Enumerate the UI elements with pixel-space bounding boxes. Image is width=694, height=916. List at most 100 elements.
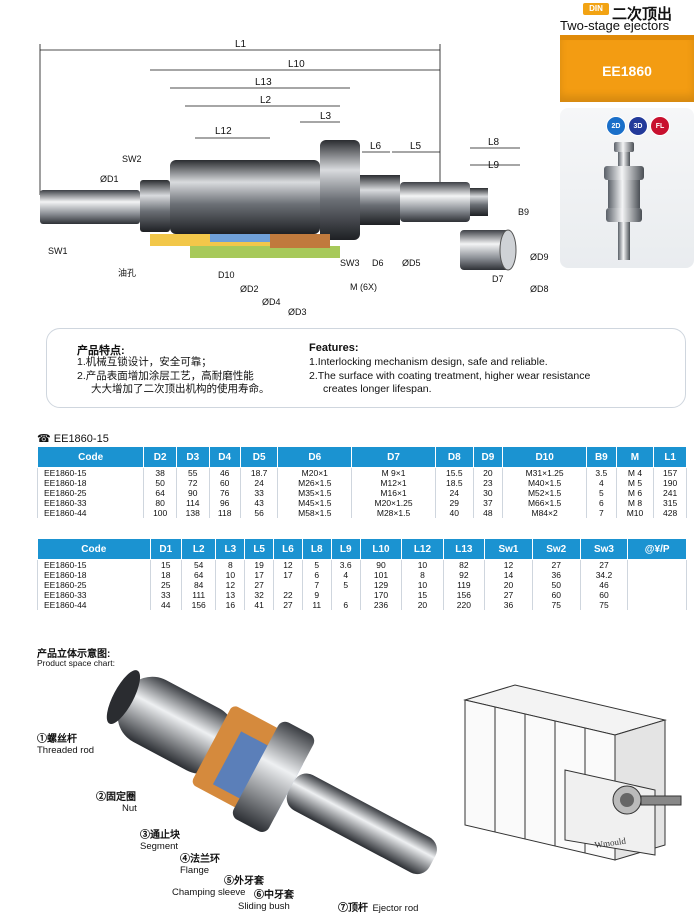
- table-cell: 84: [180, 580, 217, 590]
- table-cell: 7: [301, 580, 332, 590]
- table-cell: [627, 600, 687, 610]
- table-header-cell: L1: [653, 446, 687, 468]
- table-cell: 4: [586, 478, 617, 488]
- table-cell: 50: [531, 580, 581, 590]
- features-cn-line-2: 2.产品表面增加涂层工艺，高耐磨性能: [77, 370, 254, 382]
- table-cell: 10: [401, 580, 444, 590]
- table-cell: 27: [273, 600, 303, 610]
- table-header-cell: D7: [351, 446, 436, 468]
- table-cell: EE1860-33: [37, 590, 151, 600]
- label-d9: ØD9: [530, 252, 549, 262]
- table-cell: 10: [215, 570, 246, 580]
- table-cell: M40×1.5: [502, 478, 588, 488]
- brand-watermark: Wmould: [594, 836, 627, 850]
- table-cell: M45×1.5: [277, 498, 353, 508]
- table-cell: 6: [330, 600, 361, 610]
- table-cell: 90: [175, 488, 210, 498]
- table-cell: M66×1.5: [502, 498, 588, 508]
- table-cell: 80: [143, 498, 177, 508]
- label-m6x: M (6X): [350, 282, 377, 292]
- din-badge: DIN: [583, 3, 609, 15]
- table-cell: 75: [579, 600, 629, 610]
- table-cell: 156: [442, 590, 486, 600]
- table-cell: 24: [434, 488, 474, 498]
- cad-2d-icon[interactable]: 2D: [606, 116, 626, 136]
- table-cell: 12: [215, 580, 246, 590]
- table-cell: 90: [359, 559, 403, 570]
- table-cell: 5: [330, 580, 361, 590]
- table-header-cell: L3: [215, 538, 246, 560]
- table-cell: 236: [359, 600, 403, 610]
- table-cell: 64: [180, 570, 217, 580]
- label-d6: D6: [372, 258, 384, 268]
- table-header-cell: D2: [143, 446, 177, 468]
- table-header-cell: D10: [502, 446, 588, 468]
- fl-icon[interactable]: FL: [650, 116, 670, 136]
- table-cell: 25: [149, 580, 182, 590]
- dim-l3: L3: [320, 111, 332, 122]
- table-cell: 27: [531, 559, 581, 570]
- table-cell: M58×1.5: [277, 508, 353, 518]
- table-cell: 33: [149, 590, 182, 600]
- part-label-2: ②固定圈 Nut: [96, 792, 137, 814]
- table-cell: 8: [401, 570, 444, 580]
- table-cell: EE1860-15: [37, 559, 151, 570]
- part-label-1: ①螺丝杆 Threaded rod: [37, 734, 95, 756]
- table-cell: 37: [472, 498, 504, 508]
- table-cell: M20×1.25: [351, 498, 436, 508]
- table-cell: 157: [653, 467, 687, 478]
- table-cell: M10: [615, 508, 655, 518]
- table-cell: M84×2: [502, 508, 588, 518]
- table-cell: 75: [531, 600, 581, 610]
- table-cell: 10: [401, 559, 444, 570]
- table-cell: 6: [586, 498, 617, 508]
- label-d4: ØD4: [262, 297, 281, 307]
- table-cell: 72: [175, 478, 210, 488]
- table-header-cell: Code: [36, 446, 145, 468]
- table-cell: 156: [180, 600, 217, 610]
- table-cell: 36: [484, 600, 533, 610]
- dim-l8: L8: [488, 137, 500, 148]
- table-header-cell: D1: [149, 538, 182, 560]
- code-box-top: [560, 35, 694, 43]
- product-chart-title-cn: 产品立体示意图:: [37, 649, 111, 660]
- threaded-sleeve: [360, 175, 400, 225]
- product-photo: [604, 142, 644, 260]
- table-cell: 32: [244, 590, 275, 600]
- dim-l1: L1: [235, 39, 247, 50]
- table-cell: [627, 580, 687, 590]
- table-cell: M35×1.5: [277, 488, 353, 498]
- features-en-line-1: 1.Interlocking mechanism design, safe an…: [309, 356, 548, 368]
- table-cell: 190: [653, 478, 687, 488]
- table-cell: 13: [215, 590, 246, 600]
- features-title-en: Features:: [309, 342, 359, 354]
- table-cell: 18: [149, 570, 182, 580]
- table-cell: EE1860-18: [37, 570, 151, 580]
- table-cell: 114: [175, 498, 210, 508]
- table-cell: 12: [273, 559, 303, 570]
- table-cell: EE1860-15: [36, 467, 145, 478]
- table-cell: 11: [301, 600, 332, 610]
- features-cn-line-1: 1.机械互锁设计，安全可靠；: [77, 356, 212, 368]
- cad-3d-icon[interactable]: 3D: [628, 116, 648, 136]
- features-en-line-3: creates longer lifespan.: [323, 383, 432, 395]
- section-blue: [210, 234, 320, 242]
- table-cell: [627, 590, 687, 600]
- table-cell: 6: [301, 570, 332, 580]
- end-nut: [470, 188, 488, 216]
- dim-l6: L6: [370, 141, 382, 152]
- table-header-cell: Sw2: [531, 538, 581, 560]
- label-sw1: SW1: [48, 246, 68, 256]
- table-cell: 56: [239, 508, 279, 518]
- table-cell: 15: [401, 590, 444, 600]
- label-d10: D10: [218, 270, 235, 280]
- table-cell: EE1860-25: [36, 488, 145, 498]
- part-label-6: ⑥中牙套 Sliding bush: [238, 890, 294, 912]
- product-code-box: EE1860: [560, 40, 694, 102]
- table-header-cell: L6: [273, 538, 303, 560]
